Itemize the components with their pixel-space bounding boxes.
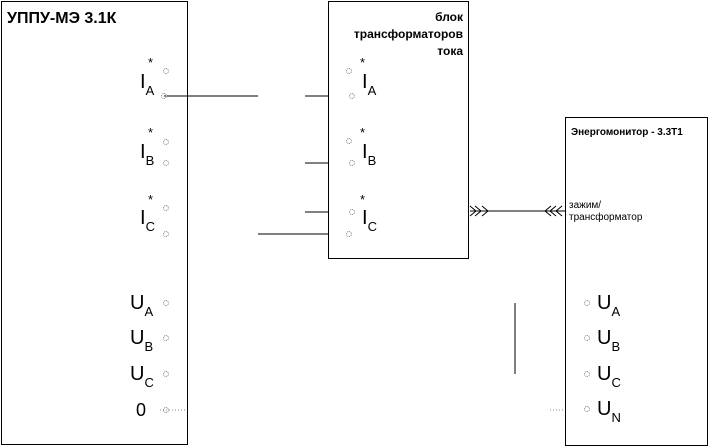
uppu-title: УППУ-МЭ 3.1К (7, 10, 117, 27)
uppu-star-ic: * (148, 192, 154, 207)
energo-clamp-label-line1: зажим/ (569, 200, 602, 211)
uppu-label-uc: UC (130, 363, 154, 390)
energo-terminal-uc[interactable] (584, 371, 590, 377)
energo-terminal-un[interactable] (584, 406, 590, 412)
uppu-terminal-ia-top[interactable] (163, 68, 169, 74)
energomonitor-title: Энергомонитор - 3.3Т1 (571, 127, 683, 138)
trans-label-ib: IB (362, 141, 377, 168)
uppu-label-zero: 0 (136, 400, 147, 420)
uppu-label-ib: IB (140, 141, 155, 168)
energo-clamp-label-line2: трансформатор (569, 212, 643, 223)
uppu-terminal-ic-top[interactable] (163, 205, 169, 211)
uppu-terminal-uc[interactable] (163, 371, 169, 377)
trans-star-ia: * (360, 55, 366, 70)
trans-terminal-ic-bottom[interactable] (346, 231, 352, 237)
trans-star-ic: * (360, 192, 366, 207)
uppu-terminal-ia-bottom[interactable] (161, 93, 167, 99)
trans-terminal-ic-top[interactable] (349, 209, 355, 215)
transformer-block: блок трансформаторов тока (328, 1, 469, 259)
uppu-terminal-ua[interactable] (163, 300, 169, 306)
energo-label-ub: UB (597, 327, 621, 354)
uppu-star-ia: * (148, 55, 154, 70)
uppu-label-ia: IA (140, 71, 155, 98)
uppu-block: УППУ-МЭ 3.1К (1, 1, 188, 445)
energomonitor-block: Энергомонитор - 3.3Т1 (565, 117, 708, 446)
trans-terminal-ia-top[interactable] (346, 68, 352, 74)
uppu-terminal-ib-bottom[interactable] (163, 160, 169, 166)
energo-label-uc: UC (597, 363, 621, 390)
uppu-label-ic: IC (140, 207, 155, 234)
uppu-terminal-ib-top[interactable] (163, 139, 169, 145)
trans-label-ia: IA (362, 71, 377, 98)
trans-terminal-ia-bottom[interactable] (349, 93, 355, 99)
energo-terminal-ua[interactable] (584, 300, 590, 306)
energo-label-un: UN (597, 398, 621, 425)
uppu-terminal-ub[interactable] (163, 335, 169, 341)
uppu-label-ub: UB (130, 327, 154, 354)
transformer-title-line3: тока (437, 44, 463, 58)
uppu-star-ib: * (148, 125, 154, 140)
uppu-label-ua: UA (130, 292, 154, 319)
trans-terminal-ib-bottom[interactable] (349, 160, 355, 166)
energo-terminal-ub[interactable] (584, 335, 590, 341)
trans-star-ib: * (360, 125, 366, 140)
trans-label-ic: IC (362, 207, 377, 234)
transformer-title-line2: трансформаторов (353, 27, 463, 41)
trans-terminal-ib-top[interactable] (346, 138, 352, 144)
energo-label-ua: UA (597, 292, 621, 319)
uppu-terminal-zero[interactable] (163, 407, 169, 413)
transformer-title-line1: блок (435, 10, 463, 24)
connector-chevrons (469, 205, 563, 217)
uppu-terminal-ic-bottom[interactable] (163, 231, 169, 237)
